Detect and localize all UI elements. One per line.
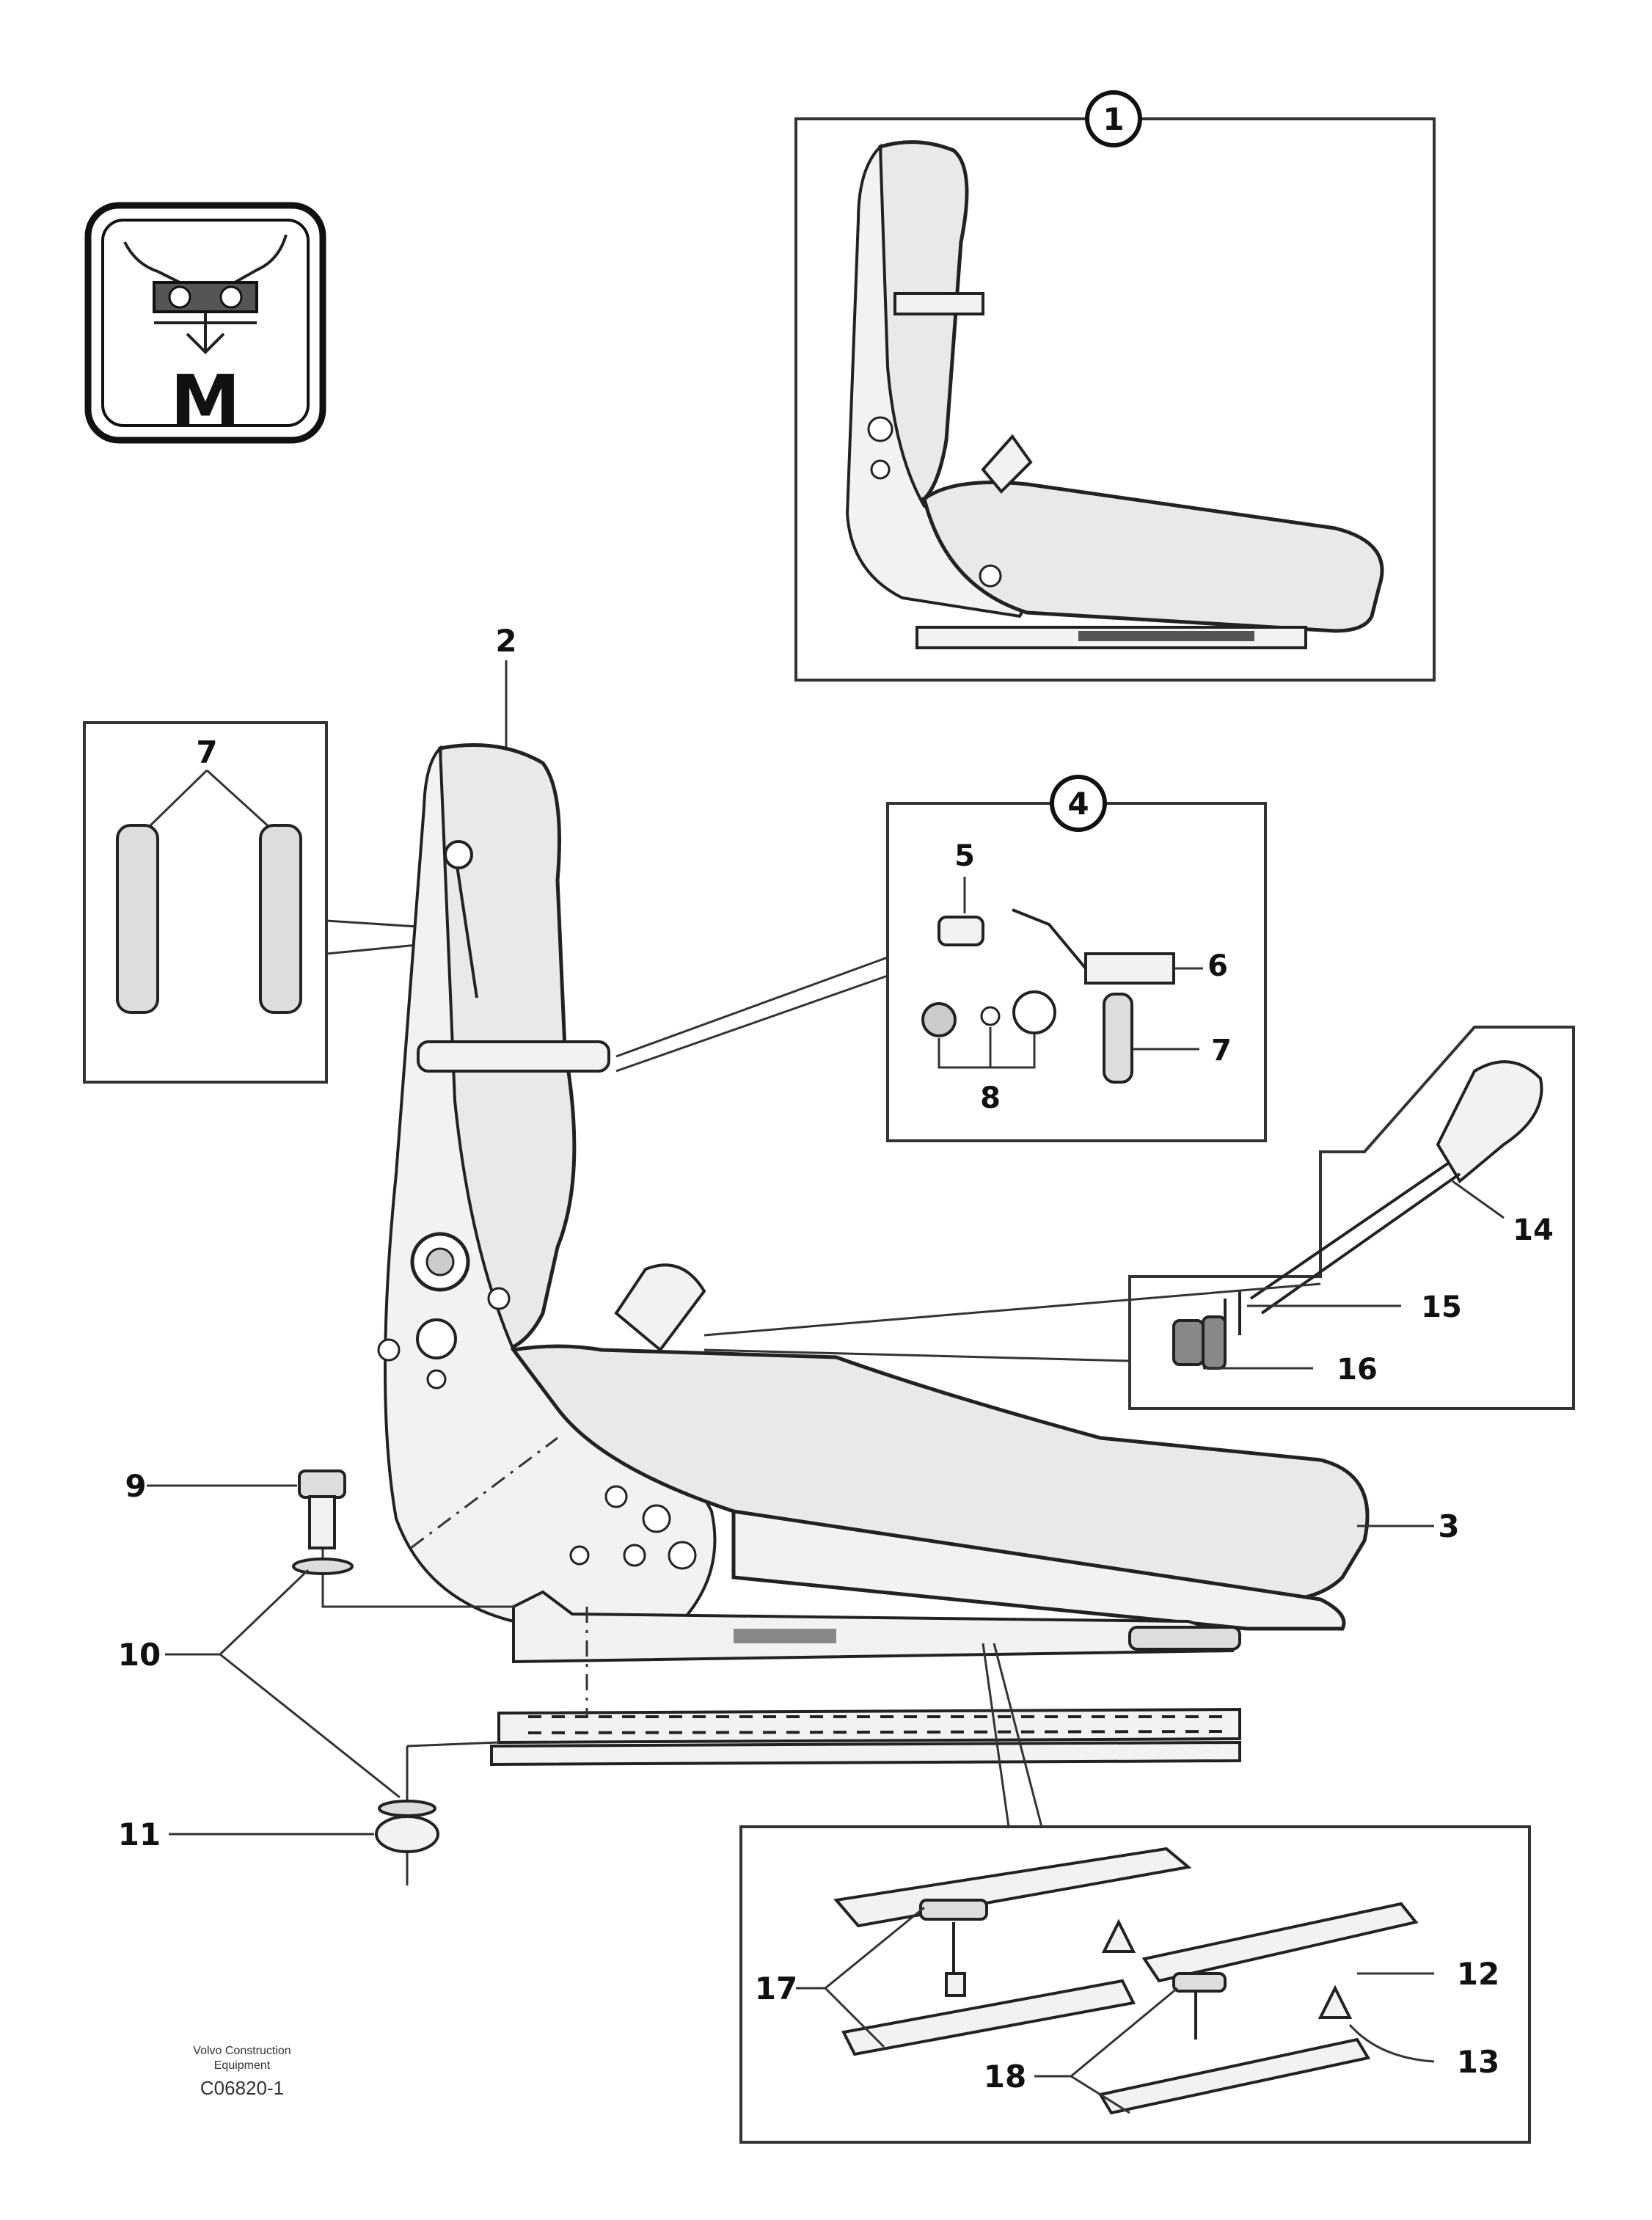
- detail-box-rollers: 7: [83, 721, 441, 1084]
- footer-ref: C06820-1: [200, 2077, 284, 2099]
- detail-box-1: 1: [794, 90, 1436, 682]
- callout-2: 2: [495, 623, 516, 659]
- callout-7-left: 7: [196, 734, 217, 770]
- main-seat: [377, 743, 1370, 1631]
- callout-18: 18: [984, 2059, 1026, 2095]
- symbol-letter: M: [170, 360, 241, 442]
- callout-10: 10: [118, 1637, 161, 1673]
- callout-3: 3: [1438, 1508, 1459, 1544]
- callout-1: 1: [1103, 101, 1124, 137]
- fasteners-left: 9 10 11: [118, 1468, 500, 1885]
- callout-4: 4: [1067, 786, 1089, 822]
- callout-11: 11: [118, 1816, 161, 1852]
- footer-reference: Volvo Construction Equipment C06820-1: [193, 2045, 290, 2099]
- detail-box-lever: 14 15 16: [1128, 1026, 1575, 1410]
- callout-7-detail: 7: [1211, 1034, 1232, 1067]
- footer-line-1: Volvo Construction: [193, 2045, 290, 2057]
- callout-6: 6: [1207, 949, 1228, 983]
- callout-17: 17: [755, 1971, 797, 2007]
- callout-5: 5: [954, 839, 975, 873]
- callout-14: 14: [1513, 1213, 1554, 1247]
- detail-box-rails: 17 12 13 18: [739, 1643, 1531, 2144]
- callout-8: 8: [980, 1081, 1001, 1115]
- slide-rails: [321, 1570, 1241, 1767]
- callout-15: 15: [1421, 1290, 1462, 1324]
- footer-line-2: Equipment: [214, 2059, 271, 2072]
- machine-symbol-icon: M: [84, 202, 326, 444]
- callout-13: 13: [1457, 2044, 1499, 2080]
- detail-box-4: 4 5 6 8 7: [886, 775, 1267, 1142]
- callout-9: 9: [125, 1468, 146, 1504]
- callout-12: 12: [1457, 1956, 1499, 1992]
- callout-16: 16: [1337, 1353, 1378, 1387]
